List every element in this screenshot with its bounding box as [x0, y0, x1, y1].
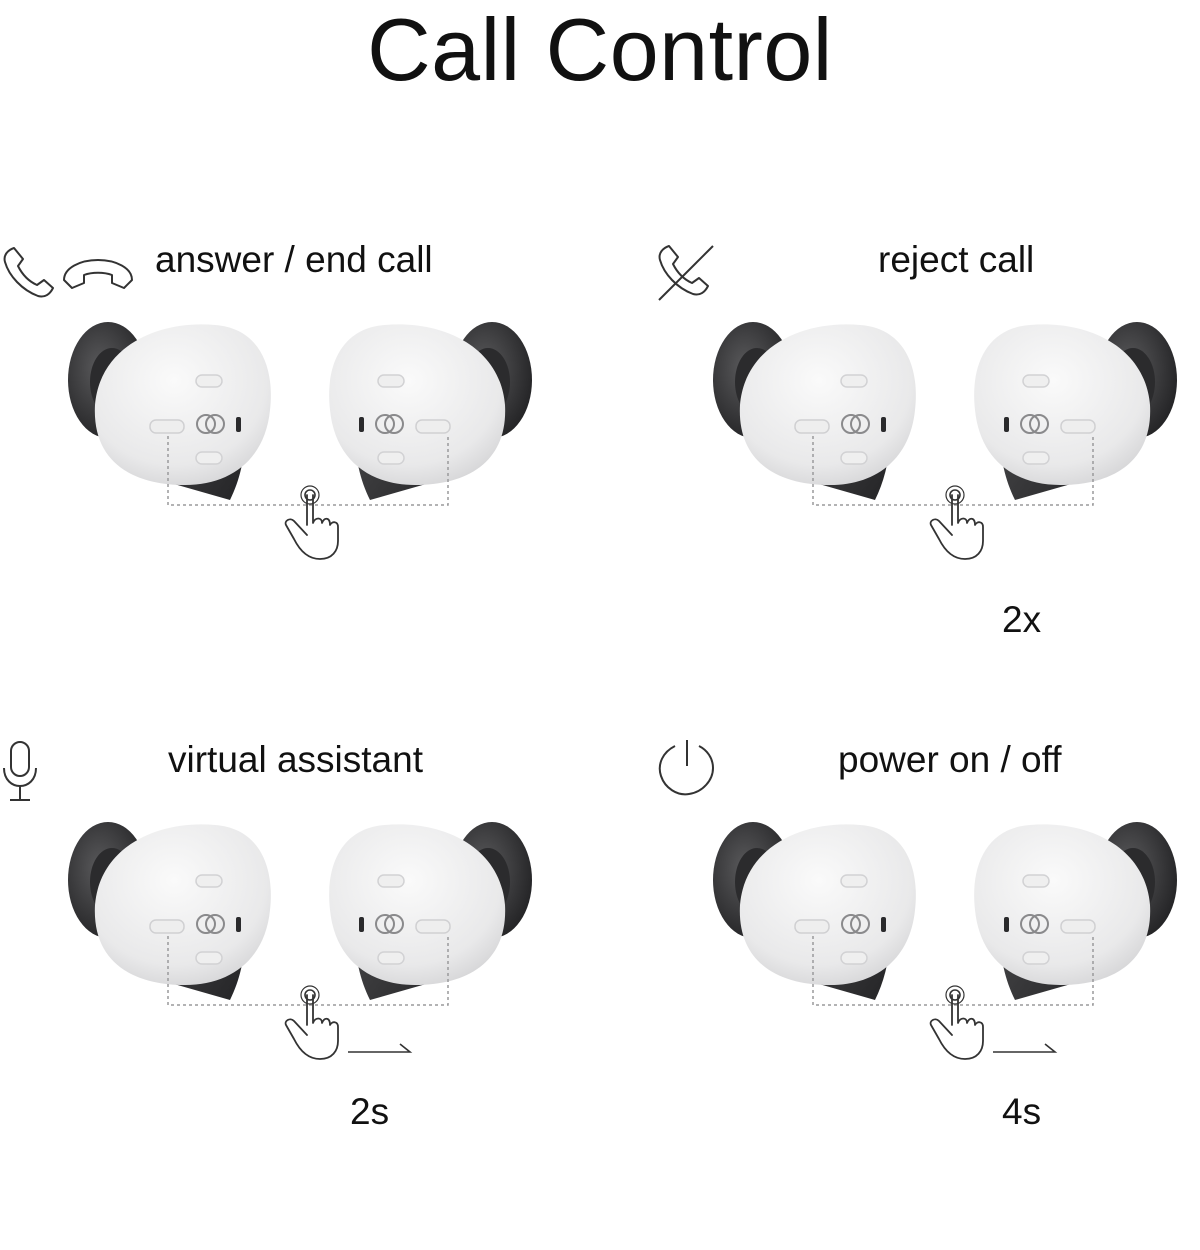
earbuds-illustration: [67, 321, 533, 560]
section-virtual-assistant: virtual assistant 2s: [0, 730, 600, 1250]
section-power-on-off: power on / off 4s: [600, 730, 1200, 1250]
section-label: virtual assistant: [168, 739, 423, 780]
earbuds-illustration: [712, 821, 1178, 1060]
section-answer-end-call: answer / end call: [0, 230, 600, 750]
section-reject-call: reject call 2x: [600, 230, 1200, 750]
section-label: reject call: [878, 239, 1035, 280]
phone-icon: [3, 247, 54, 298]
phone-crossed-icon: [658, 245, 714, 301]
press-duration: 4s: [1002, 1091, 1042, 1132]
section-label: power on / off: [838, 739, 1062, 780]
page-title: Call Control: [367, 0, 833, 99]
press-count: 2x: [1002, 599, 1042, 640]
hang-up-icon: [63, 259, 133, 289]
section-label: answer / end call: [155, 239, 433, 280]
microphone-icon: [3, 741, 37, 801]
power-icon: [658, 740, 715, 796]
press-duration: 2s: [350, 1091, 390, 1132]
earbuds-illustration: [67, 821, 533, 1060]
earbuds-illustration: [712, 321, 1178, 560]
